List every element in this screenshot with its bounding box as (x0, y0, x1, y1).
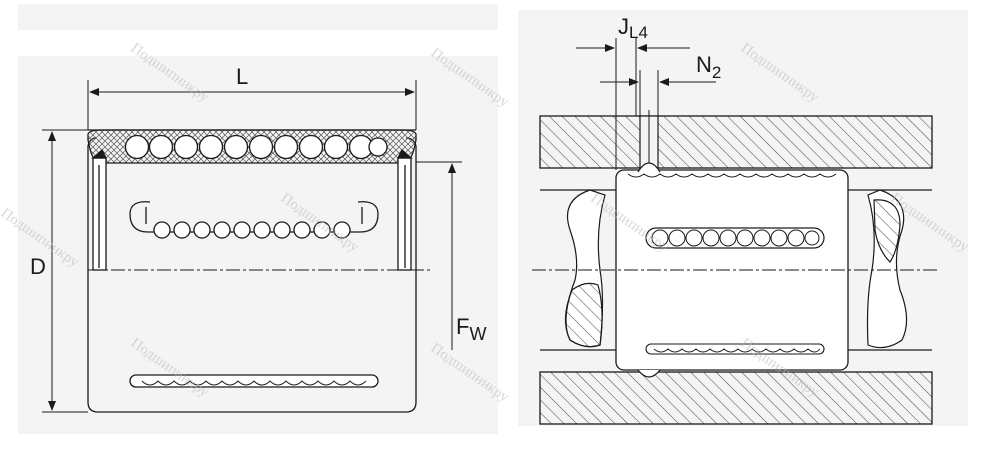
label-n2-main: N (696, 52, 712, 77)
dimension-l (87, 80, 417, 130)
label-jl4: JL4 (618, 14, 648, 42)
label-fw-main: F (456, 314, 469, 339)
right-bottom-ball-strip (653, 348, 821, 353)
right-top-ball-strip (627, 173, 837, 178)
dimension-d (42, 129, 88, 413)
retaining-ring-bottom (637, 369, 661, 378)
middle-ball-row (153, 221, 351, 239)
shaft-lines (540, 189, 932, 351)
shaft-sections (564, 189, 908, 349)
dimension-n2 (600, 70, 716, 116)
label-d: D (30, 254, 46, 279)
top-panel (18, 4, 498, 30)
housing-top (539, 115, 933, 169)
top-ball-row (124, 134, 388, 160)
label-jl4-sub: L4 (629, 23, 648, 42)
retaining-ring-top (637, 162, 661, 173)
bottom-ball-row (141, 380, 367, 386)
left-bearing-view (87, 129, 417, 413)
dimension-fw (416, 161, 462, 350)
label-n2-sub: 2 (712, 63, 721, 82)
label-jl4-main: J (618, 14, 629, 39)
dimension-jl4 (576, 38, 690, 170)
housing-bottom (539, 371, 933, 425)
label-l: L (236, 64, 248, 89)
label-n2: N2 (696, 52, 721, 82)
label-fw: FW (456, 314, 486, 344)
right-middle-ball-row (651, 229, 820, 247)
right-bottom-track (645, 343, 825, 355)
label-fw-sub: W (469, 324, 486, 344)
